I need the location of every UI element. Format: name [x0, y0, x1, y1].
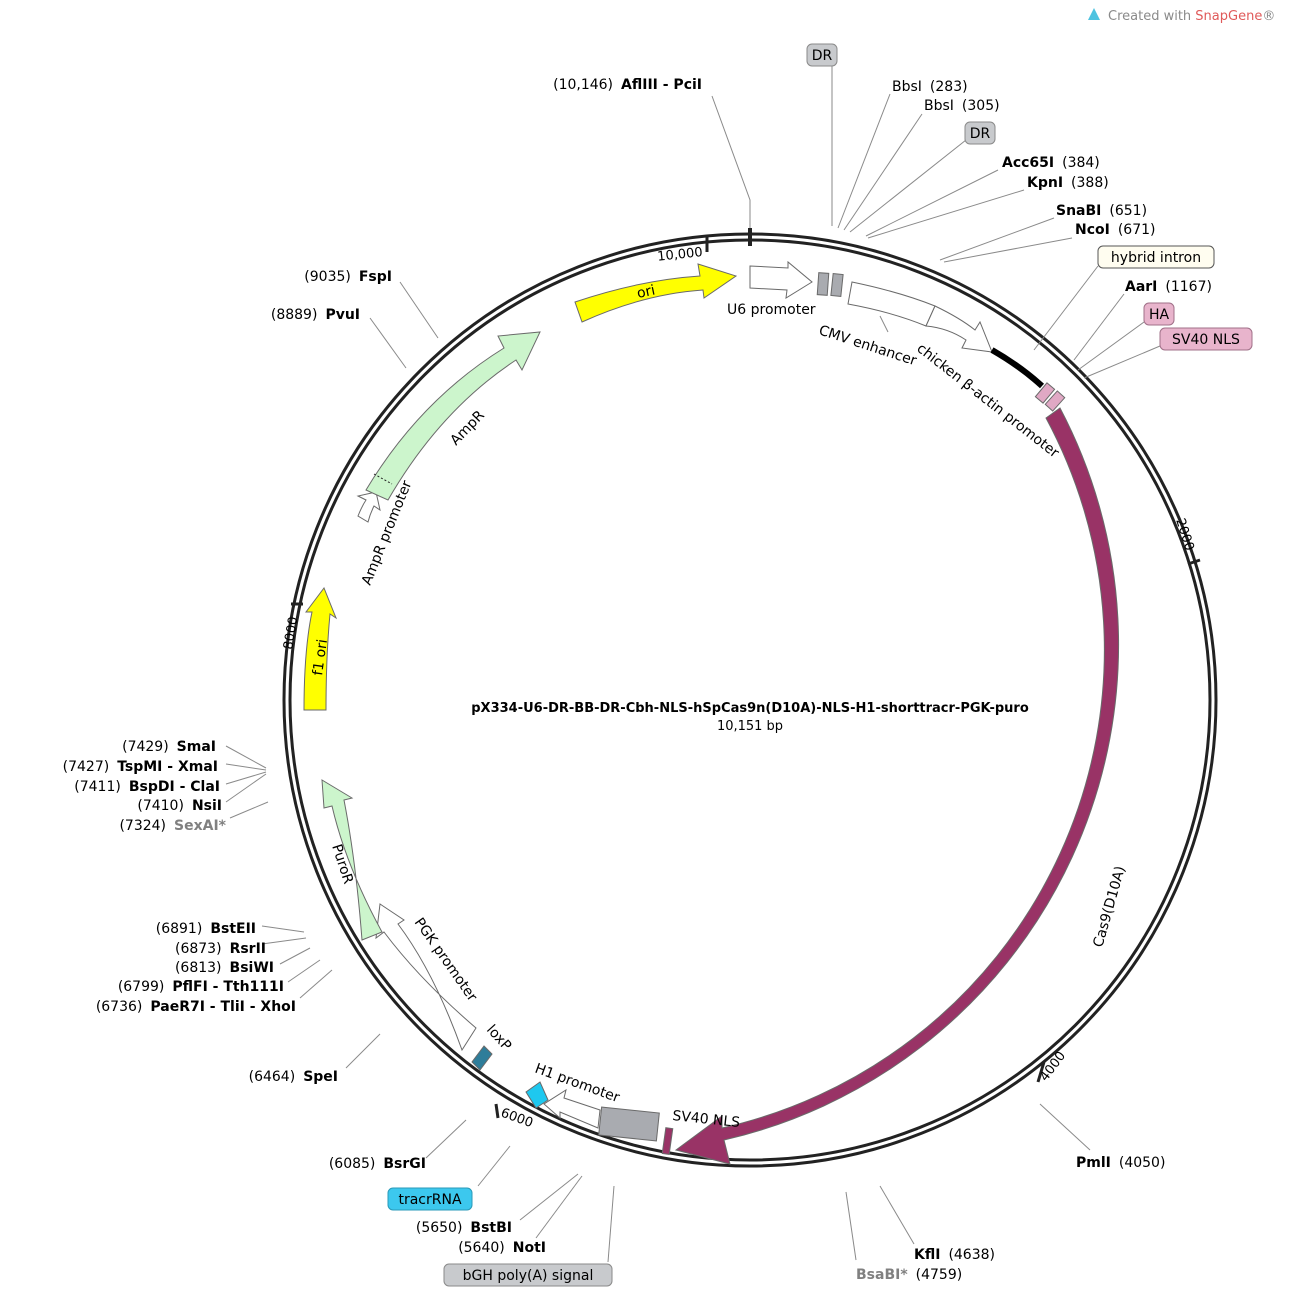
u6-promoter-label: U6 promoter — [727, 302, 816, 318]
ha-box-label: HA — [1149, 307, 1170, 323]
site-aari[interactable]: AarI(1167) — [1125, 279, 1212, 295]
cas9-d10a-arrow[interactable] — [674, 407, 1120, 1165]
h1-promoter-arrow[interactable] — [543, 1088, 601, 1129]
site-bspdi-clai[interactable]: (7411)BspDI - ClaI — [74, 779, 220, 795]
ori-arrow[interactable] — [574, 263, 738, 323]
ampr-promoter-arrow[interactable] — [356, 491, 381, 523]
bgh-polya-label-box[interactable]: bGH poly(A) signal — [443, 1263, 613, 1287]
sv40-nls-c-label: SV40 NLS — [672, 1108, 741, 1131]
tick-2000 — [1187, 558, 1201, 566]
plasmid-size: 10,151 bp — [717, 719, 783, 734]
site-ncoi[interactable]: NcoI(671) — [1075, 222, 1156, 238]
f1-ori-label: f1 ori — [310, 638, 331, 676]
f1-ori-arrow[interactable] — [303, 586, 338, 711]
site-tspmi-xmai[interactable]: (7427)TspMI - XmaI — [63, 759, 218, 775]
bgh-polya-label-box-label: bGH poly(A) signal — [463, 1268, 594, 1284]
tracrrna-box-label: tracrRNA — [398, 1192, 461, 1208]
sv40-nls-box-label: SV40 NLS — [1172, 332, 1240, 348]
dr-box-1[interactable]: DR — [806, 43, 838, 67]
snapgene-logo-icon — [1088, 8, 1100, 20]
dr-repeat-2[interactable] — [830, 272, 844, 298]
site-pflfi-tth111i[interactable]: (6799)PflFI - Tth111I — [118, 979, 284, 995]
sv40-nls-segment-c[interactable] — [661, 1127, 674, 1155]
pgk-promoter-arrow[interactable] — [375, 903, 477, 1052]
puror-arrow[interactable] — [321, 779, 383, 941]
site-acc65i[interactable]: Acc65I(384) — [1002, 155, 1100, 171]
bgh-polya-box[interactable] — [598, 1106, 660, 1142]
loxp-arrow[interactable] — [471, 1045, 493, 1071]
site-spei[interactable]: (6464)SpeI — [249, 1069, 338, 1085]
site-pmli[interactable]: PmlI(4050) — [1076, 1155, 1165, 1171]
ampr-arrow[interactable] — [365, 331, 541, 501]
site-paer7i-tlii-xhoi[interactable]: (6736)PaeR7I - TliI - XhoI — [96, 999, 296, 1015]
chicken-beta-actin-promoter-arrow[interactable] — [925, 305, 993, 353]
site-snabi[interactable]: SnaBI(651) — [1056, 203, 1147, 219]
dr-box-2-label: DR — [970, 126, 991, 142]
sv40-nls-segment-n[interactable] — [1044, 390, 1066, 412]
plasmid-name: pX334-U6-DR-BB-DR-Cbh-NLS-hSpCas9n(D10A)… — [471, 701, 1029, 716]
tick-label-8000: 8000 — [281, 615, 302, 650]
hybrid-intron-box[interactable]: hybrid intron — [1097, 245, 1215, 269]
site-bsiwi[interactable]: (6813)BsiWI — [175, 960, 274, 976]
ori-label: ori — [636, 282, 657, 301]
site-sexai[interactable]: (7324)SexAI* — [119, 818, 226, 834]
site-rsrii[interactable]: (6873)RsrII — [175, 941, 266, 957]
dr-repeat-1[interactable] — [816, 272, 830, 296]
site-bbsi-283[interactable]: BbsI(283) — [892, 79, 968, 95]
ha-tag-segment[interactable] — [1034, 382, 1056, 404]
site-bstbi[interactable]: (5650)BstBI — [416, 1220, 512, 1236]
site-bsrgi[interactable]: (6085)BsrGI — [329, 1156, 426, 1172]
snapgene-watermark: Created with SnapGene® — [1088, 8, 1275, 24]
tick-4000 — [1036, 1061, 1046, 1083]
site-kfli[interactable]: KflI(4638) — [914, 1247, 995, 1263]
ampr-promoter-overlap-divider — [373, 473, 393, 485]
svg-text:Created with SnapGene®: Created with SnapGene® — [1108, 9, 1275, 24]
site-noti[interactable]: (5640)NotI — [458, 1240, 546, 1256]
ampr-label: AmpR — [447, 407, 488, 448]
tracrrna-arrow[interactable] — [525, 1081, 549, 1109]
site-nsii[interactable]: (7410)NsiI — [137, 798, 222, 814]
watermark-prefix: Created with — [1108, 9, 1195, 24]
dr-box-2[interactable]: DR — [964, 121, 996, 145]
site-bbsi-305[interactable]: BbsI(305) — [924, 98, 1000, 114]
site-afliii-pcii[interactable]: (10,146)AflIII - PciI — [553, 77, 702, 93]
sv40-nls-box[interactable]: SV40 NLS — [1159, 327, 1253, 351]
site-kpni[interactable]: KpnI(388) — [1027, 175, 1109, 191]
site-fspi[interactable]: (9035)FspI — [304, 269, 392, 285]
tick-label-2000: 2000 — [1172, 517, 1196, 553]
cas9-d10a-label: Cas9(D10A) — [1090, 864, 1128, 949]
site-bsteii[interactable]: (6891)BstEII — [156, 921, 256, 937]
site-pvui[interactable]: (8889)PvuI — [271, 307, 360, 323]
hybrid-intron-box-label: hybrid intron — [1111, 250, 1201, 266]
leader-lines — [225, 66, 1161, 1263]
watermark-suffix: ® — [1262, 9, 1275, 24]
tracrrna-box[interactable]: tracrRNA — [387, 1187, 473, 1211]
ha-box[interactable]: HA — [1143, 302, 1175, 326]
watermark-brand: SnapGene — [1195, 9, 1262, 24]
u6-promoter-arrow[interactable] — [749, 260, 813, 299]
tick-label-10000: 10,000 — [657, 245, 704, 265]
dr-box-1-label: DR — [812, 48, 833, 64]
cmv-enhancer-arrow[interactable] — [847, 281, 936, 327]
tick-6000 — [494, 1103, 500, 1119]
cmv-enhancer-label: CMV enhancer — [817, 323, 919, 370]
hybrid-intron-segment[interactable] — [990, 347, 1045, 389]
site-smai[interactable]: (7429)SmaI — [122, 739, 216, 755]
backbone-inner-ring — [288, 238, 1212, 1162]
site-bsabi[interactable]: BsaBI*(4759) — [856, 1267, 962, 1283]
chicken-beta-actin-promoter-label: chicken β-actin promoter — [914, 341, 1062, 462]
